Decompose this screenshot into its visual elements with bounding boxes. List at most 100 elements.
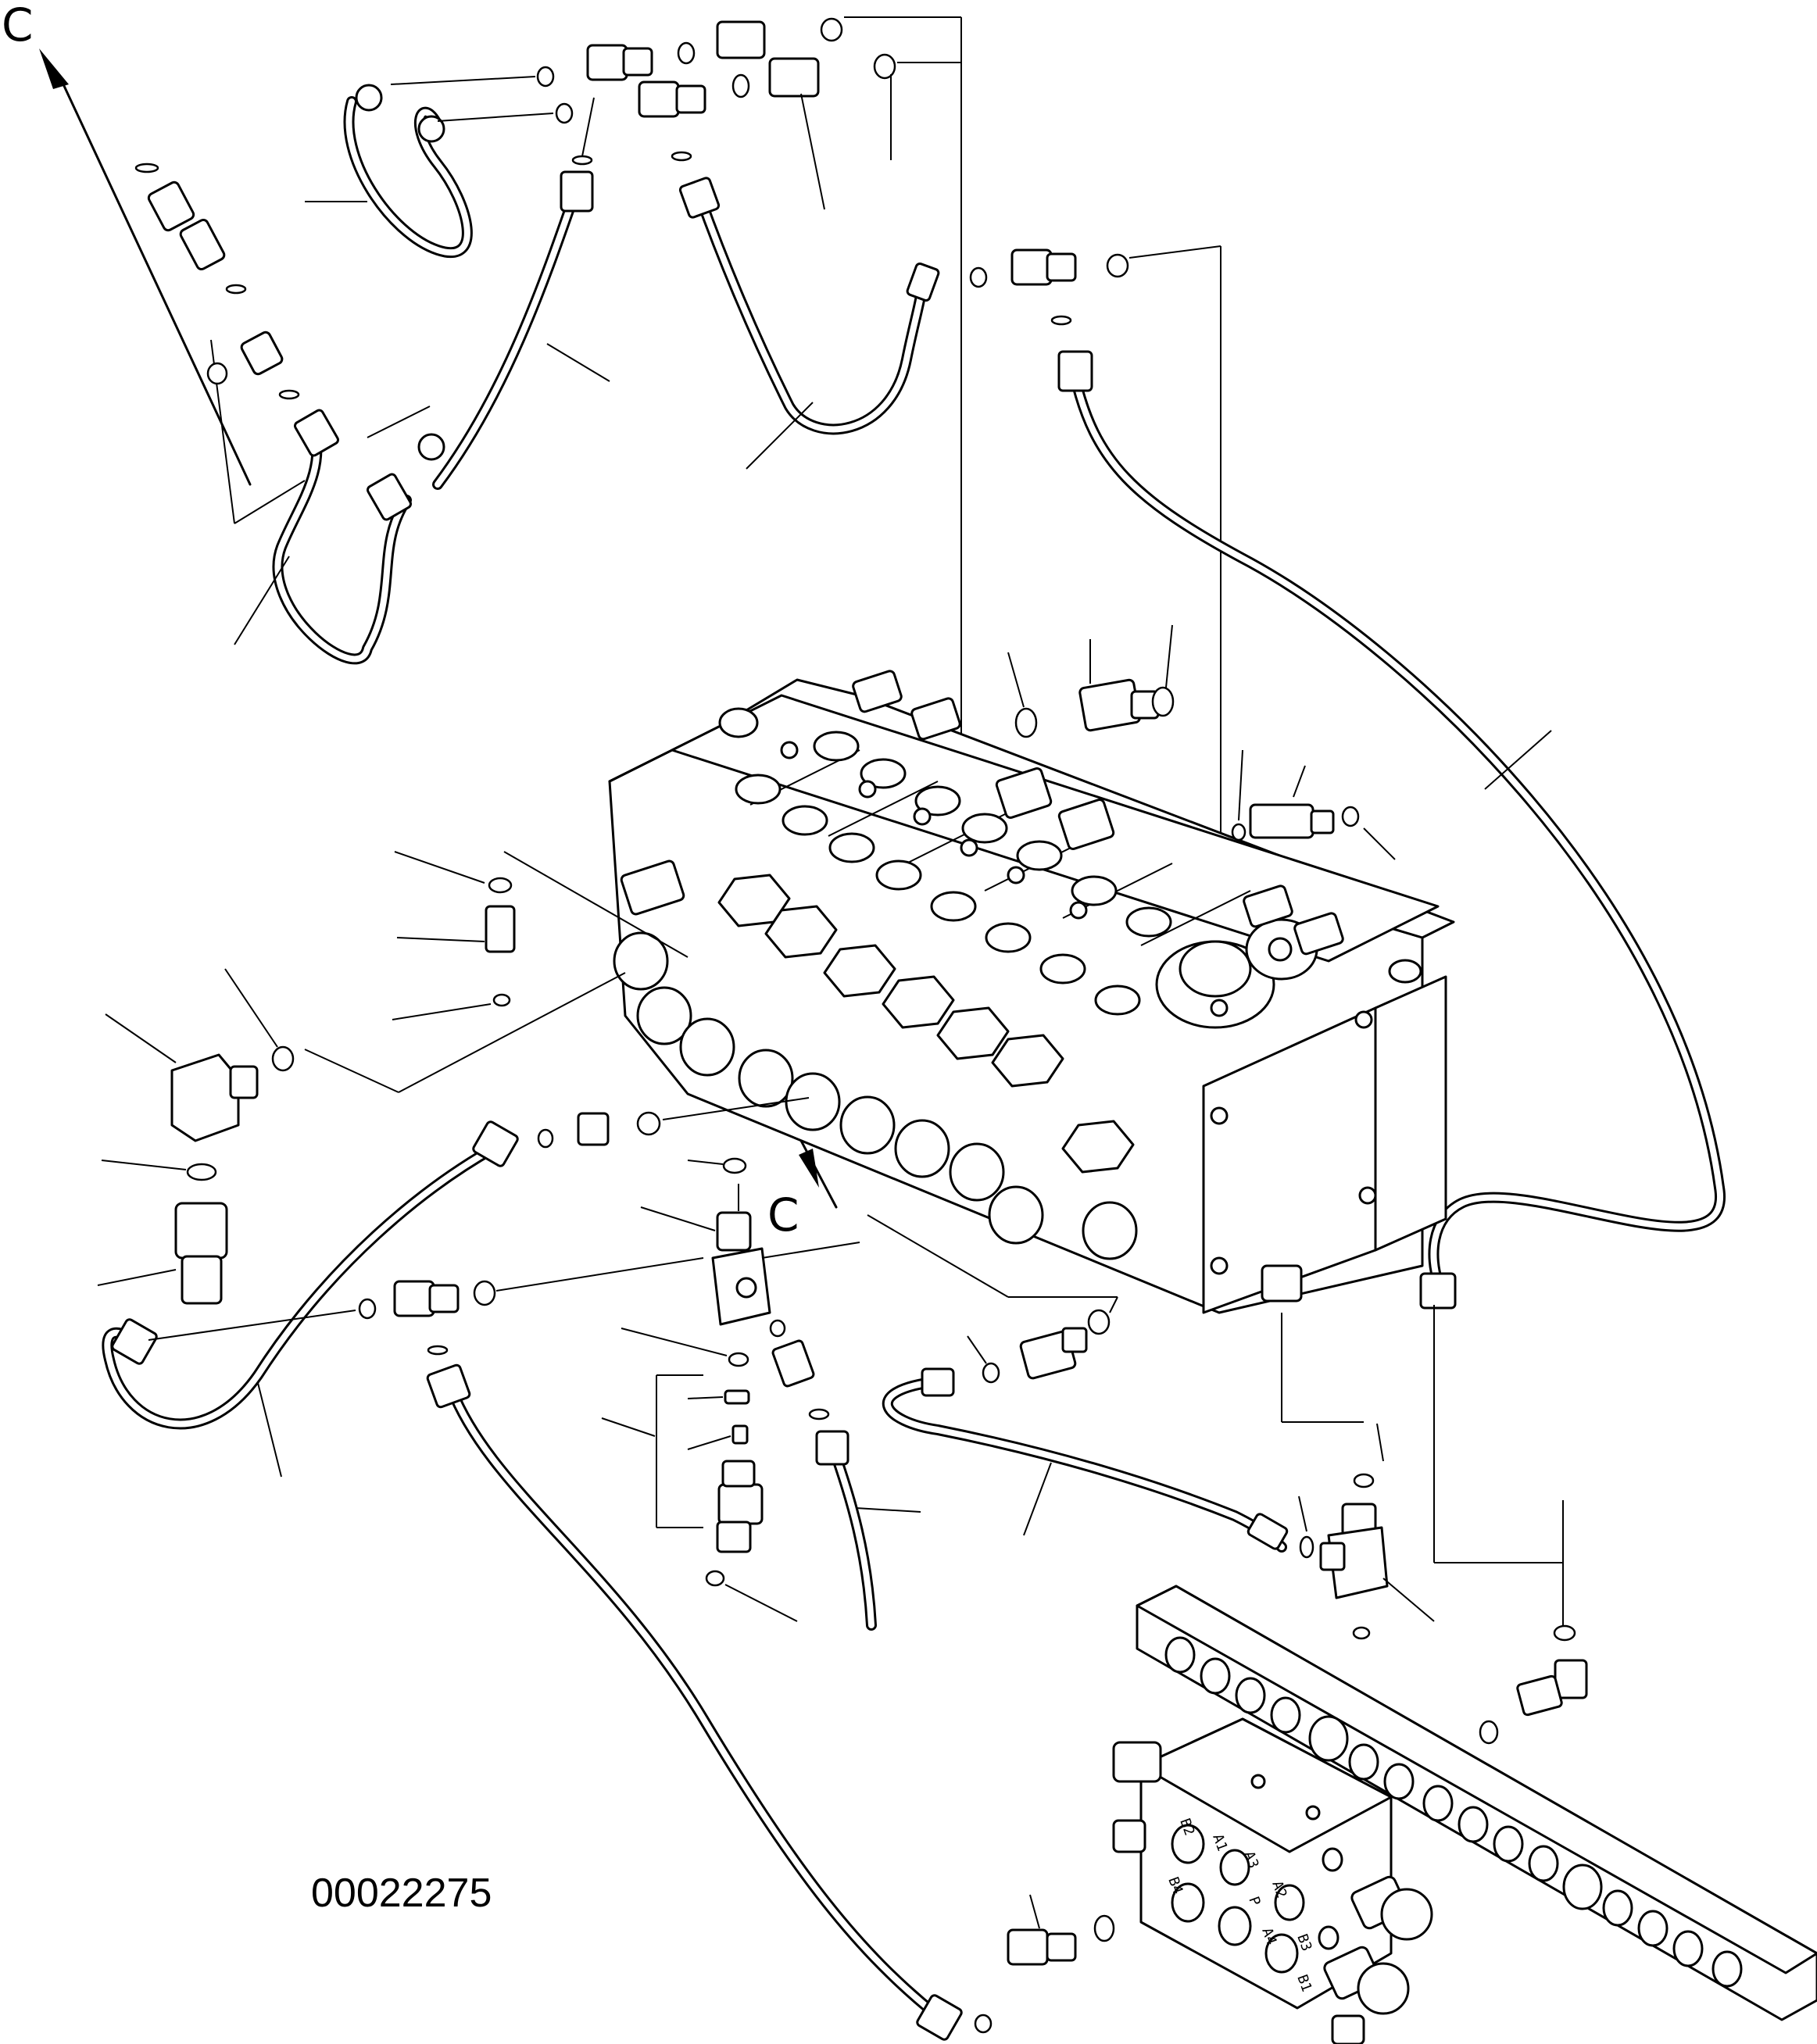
adapter-fitting [771, 1339, 815, 1388]
sensor-plug [1249, 803, 1314, 839]
hose-end-fitting [367, 473, 412, 521]
o-ring [1151, 686, 1175, 717]
valve-spool-caps [613, 859, 1138, 1260]
elbow-fitting [586, 44, 628, 81]
elbow-fitting [638, 80, 680, 118]
o-ring [1352, 1626, 1371, 1640]
view-arrow-top-left: C [2, 0, 252, 486]
elbow-fitting [717, 1483, 764, 1525]
elbow-fitting [1010, 248, 1053, 286]
hose-end-fitting [1057, 350, 1093, 392]
o-ring [1050, 315, 1072, 326]
valve-bottom-port [1261, 1264, 1303, 1303]
top-fittings [390, 16, 962, 875]
adapter-fitting [716, 1211, 752, 1252]
hose-nut [355, 84, 383, 112]
o-ring [820, 17, 843, 42]
o-ring [982, 1362, 1000, 1384]
control-valve-block [608, 670, 1455, 1314]
square-fitting-block [170, 1053, 240, 1142]
o-ring [571, 155, 593, 166]
o-ring [728, 1352, 749, 1367]
o-ring [722, 1157, 747, 1174]
hose-end-fitting [815, 1430, 849, 1466]
adapter-fitting [577, 1112, 610, 1146]
pressure-switch [174, 1202, 228, 1260]
o-ring [473, 1280, 496, 1306]
hose-end-fitting [906, 263, 940, 302]
tee-block [716, 20, 766, 59]
o-ring [1341, 806, 1360, 827]
fitting-nut [1046, 252, 1077, 282]
fitting-nut [428, 1284, 460, 1313]
o-ring [358, 1298, 377, 1320]
lower-left-hoses [102, 1097, 963, 2041]
right-long-hose [969, 245, 1726, 1625]
hose-nut [417, 115, 445, 143]
bottom-fittings [974, 1894, 1115, 2034]
right-lower-hose [867, 1214, 1588, 1745]
o-ring [1479, 1720, 1499, 1745]
straight-union-fitting-2 [179, 218, 226, 271]
o-ring [873, 53, 896, 80]
rail-ports [1164, 1636, 1743, 1988]
hose-end-fitting [560, 170, 594, 213]
o-ring [969, 266, 988, 288]
valve-top-ports [735, 731, 1172, 1016]
pilot-block-fitting [1112, 1741, 1162, 1783]
hose-end-fitting [472, 1120, 519, 1167]
o-ring [636, 1111, 661, 1136]
fitting-nut [1046, 1932, 1077, 1962]
o-ring [1553, 1624, 1576, 1642]
view-letter-center: C [767, 1188, 799, 1242]
o-ring [555, 102, 574, 124]
o-ring [705, 1570, 725, 1587]
hose-nut [417, 433, 445, 461]
adapter-fitting [1516, 1674, 1563, 1717]
o-ring [808, 1408, 830, 1420]
o-ring [1014, 707, 1038, 738]
o-ring [278, 389, 300, 400]
o-ring [427, 1345, 449, 1356]
o-ring [731, 73, 750, 98]
o-ring [1106, 253, 1129, 278]
o-ring [1299, 1535, 1314, 1559]
o-ring [1231, 823, 1247, 842]
center-tee-block [601, 1157, 921, 1631]
fitting-nut [675, 84, 706, 114]
o-ring [1087, 1309, 1111, 1335]
elbow-fitting [1007, 1928, 1049, 1966]
drawing-number: 00022275 [311, 1871, 492, 1916]
elbow-fitting [393, 1280, 435, 1317]
hose-end-fitting [1247, 1513, 1289, 1550]
relief-valve-cover [1155, 918, 1318, 1029]
manifold-rail [1136, 1585, 1817, 2021]
o-ring [134, 163, 159, 173]
pilot-manifold-block: B2 A1 A3 B4 P A2 A4 B3 B1 [1112, 1717, 1433, 2044]
o-ring [488, 877, 513, 894]
left-hose-assembly [134, 84, 610, 665]
o-ring [536, 66, 555, 88]
adapter-fitting [240, 331, 284, 376]
orifice-plug [724, 1389, 750, 1405]
fitting-nut [622, 47, 653, 77]
o-ring [769, 1319, 786, 1338]
hose-end-fitting [1419, 1272, 1457, 1310]
hose-end-fitting [916, 1994, 963, 2041]
plug-fitting [485, 905, 516, 953]
valve-top-right-fittings [1007, 624, 1396, 860]
o-ring [492, 993, 511, 1007]
left-mid-fittings [97, 851, 689, 1305]
o-ring [537, 1128, 554, 1149]
o-ring [186, 1163, 217, 1181]
view-letter-top: C [2, 0, 34, 52]
orifice [731, 1424, 749, 1445]
hose-end-fitting [426, 1363, 471, 1409]
o-ring [1353, 1473, 1375, 1488]
o-ring [677, 41, 696, 65]
hose-end-fitting [294, 409, 339, 457]
o-ring [1093, 1914, 1115, 1942]
o-ring [271, 1045, 295, 1072]
o-ring [671, 151, 692, 162]
